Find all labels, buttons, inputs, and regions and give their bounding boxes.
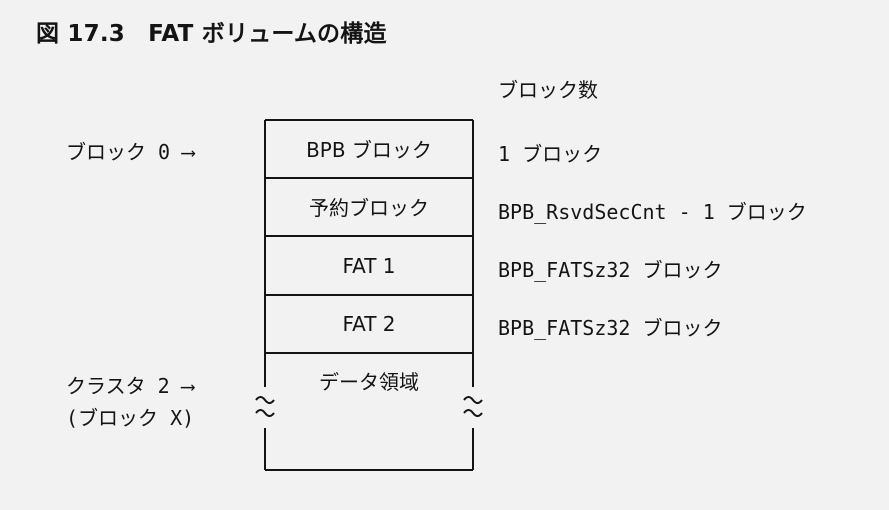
left-break-mark-bottom	[255, 409, 275, 417]
count-bpb: 1 ブロック	[498, 142, 603, 166]
column-header-block-count: ブロック数	[498, 78, 598, 102]
block-fat2-label: FAT 2	[342, 312, 396, 336]
count-fat1: BPB_FATSz32 ブロック	[498, 258, 723, 282]
cluster2-pointer-label: クラスタ 2 ⟶	[66, 374, 194, 398]
figure-title: 図 17.3 FAT ボリュームの構造	[36, 21, 387, 47]
right-break-mark-top	[463, 396, 483, 404]
left-break-mark-top	[255, 396, 275, 404]
block-fat1-label: FAT 1	[342, 254, 396, 278]
block-bpb-label: BPB ブロック	[306, 138, 432, 162]
count-fat2: BPB_FATSz32 ブロック	[498, 316, 723, 340]
block0-pointer-label: ブロック 0 ⟶	[66, 140, 195, 164]
cluster2-block-x-label: (ブロック X)	[66, 406, 195, 430]
block-data-area-label: データ領域	[319, 370, 419, 394]
block-reserved-label: 予約ブロック	[309, 196, 429, 220]
right-break-mark-bottom	[463, 409, 483, 417]
count-reserved: BPB_RsvdSecCnt - 1 ブロック	[498, 200, 807, 224]
